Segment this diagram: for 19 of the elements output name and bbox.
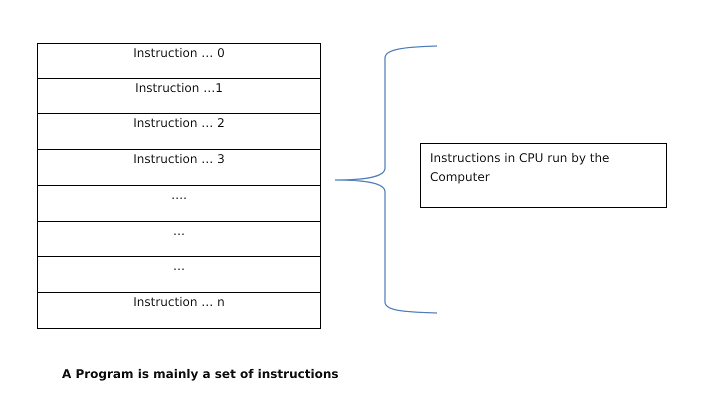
- instruction-row: [37, 113, 321, 150]
- instruction-row: [37, 185, 321, 222]
- caption: A Program is mainly a set of instructions: [62, 367, 339, 381]
- node-text: Instruction … 2: [132, 116, 226, 130]
- instruction-row: [37, 78, 321, 114]
- node-text: Instruction … 0: [132, 46, 226, 60]
- instruction-row: [37, 149, 321, 186]
- node-text: …: [172, 224, 186, 238]
- node-text: Instruction … n: [132, 295, 226, 309]
- instruction-row: [37, 256, 321, 293]
- instruction-row: [37, 221, 321, 257]
- node-text: Instruction … 3: [132, 152, 226, 166]
- instruction-row: [37, 292, 321, 329]
- instruction-row: [37, 43, 321, 79]
- node-text: Instructions in CPU run by the Computer: [430, 150, 610, 186]
- node-text: ….: [170, 188, 188, 202]
- node-text: …: [172, 259, 186, 273]
- node-text: Instruction …1: [134, 81, 224, 95]
- text-box: [420, 143, 667, 208]
